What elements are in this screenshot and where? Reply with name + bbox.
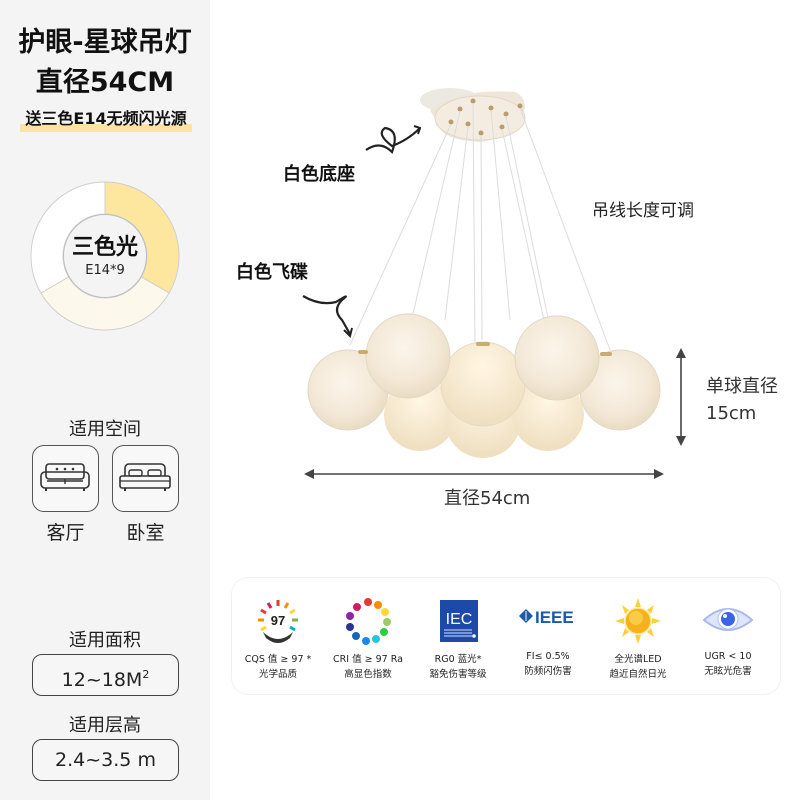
spec-ugr-line2: 无眩光危害 — [704, 666, 752, 677]
spec-cqs-line1: CQS 值 ≥ 97 * — [244, 654, 312, 665]
area-value-box: 12~18M2 — [32, 654, 179, 696]
left-spec-panel: 护眼-星球吊灯 直径54CM 送三色E14无频闪光源 三色光 E14*9 适用空… — [0, 0, 210, 800]
svg-text:97: 97 — [271, 613, 285, 628]
ring-main-label: 三色光 — [71, 235, 138, 260]
color-wheel-icon — [346, 598, 391, 645]
spec-cri-line1: CRI 值 ≥ 97 Ra — [333, 654, 403, 665]
height-label: 适用层高 — [69, 715, 141, 736]
total-width-dimension-arrow — [304, 469, 664, 479]
ieee-logo-icon: IEEE — [519, 608, 574, 627]
total-diameter-label: 直径54cm — [444, 488, 531, 509]
ball-diameter-value: 15cm — [706, 403, 757, 424]
spec-full-spectrum: 全光谱LED 趋近自然日光 — [598, 598, 678, 680]
spec-iec: IEC RG0 蓝光* 豁免伤害等级 — [418, 598, 498, 680]
area-label: 适用面积 — [69, 630, 141, 651]
spec-ugr: UGR < 10 无眩光危害 — [688, 598, 768, 677]
room-label-bedroom: 卧室 — [126, 522, 165, 544]
sofa-icon — [40, 463, 90, 491]
height-value: 2.4~3.5 m — [55, 749, 156, 771]
spec-cqs-line2: 光学品质 — [258, 669, 297, 680]
product-title: 护眼-星球吊灯 — [18, 27, 192, 58]
spec-iec-line2: 豁免伤害等级 — [429, 669, 487, 680]
area-value: 12~18M — [61, 669, 143, 691]
spec-iec-line1: RG0 蓝光* — [434, 654, 482, 665]
area-unit-superscript: 2 — [142, 668, 150, 681]
shade-callout-arrow-icon — [302, 295, 351, 335]
gift-banner: 送三色E14无频闪光源 — [20, 106, 192, 134]
spec-sun-line1: 全光谱LED — [614, 654, 662, 665]
product-diameter-title: 直径54CM — [35, 67, 175, 98]
spec-ugr-line1: UGR < 10 — [704, 651, 752, 662]
spec-cqs: 97 CQS 值 ≥ 97 * 光学品质 — [238, 598, 318, 680]
suspension-cables — [349, 102, 611, 351]
callout-white-base: 白色底座 — [283, 164, 355, 185]
eye-icon — [702, 608, 754, 631]
svg-text:IEC: IEC — [446, 611, 473, 628]
iec-logo-icon: IEC — [440, 600, 478, 642]
bed-icon — [119, 463, 171, 491]
arrow-head-icon — [413, 125, 422, 135]
cable-adjustable-note: 吊线长度可调 — [592, 201, 694, 221]
spec-cri-line2: 高显色指数 — [344, 669, 392, 680]
cqs-97-badge-icon: 97 — [258, 600, 298, 643]
gift-highlight — [20, 124, 192, 132]
ring-center: 三色光 E14*9 — [63, 214, 147, 298]
glass-globes — [307, 313, 661, 458]
spec-ieee-line2: 防频闪伤害 — [524, 666, 572, 677]
ring-sub-label: E14*9 — [85, 263, 125, 278]
three-color-light-ring: 三色光 E14*9 — [29, 180, 181, 332]
arrow-head-icon — [343, 327, 353, 338]
gift-text: 送三色E14无频闪光源 — [25, 109, 187, 128]
room-bedroom — [112, 445, 179, 512]
spec-ieee-line1: FI≤ 0.5% — [526, 651, 570, 662]
space-label: 适用空间 — [69, 419, 141, 440]
svg-text:IEEE: IEEE — [535, 608, 574, 627]
sun-icon — [615, 598, 661, 644]
ball-diameter-label: 单球直径 — [706, 376, 778, 397]
room-label-living-room: 客厅 — [46, 522, 85, 544]
base-callout-arrow-icon — [365, 126, 421, 154]
certification-spec-card: 97 CQS 值 ≥ 97 * 光学品质 CRI 值 ≥ 97 Ra 高显色指数… — [232, 578, 780, 694]
room-living-room — [32, 445, 99, 512]
ball-height-dimension-arrow — [676, 348, 686, 446]
spec-ieee: IEEE FI≤ 0.5% 防频闪伤害 — [508, 598, 588, 677]
callout-white-shade: 白色飞碟 — [236, 262, 308, 283]
spec-cri: CRI 值 ≥ 97 Ra 高显色指数 — [328, 598, 408, 680]
pendant-lamp-illustration — [302, 88, 686, 479]
spec-sun-line2: 趋近自然日光 — [609, 669, 667, 680]
height-value-box: 2.4~3.5 m — [32, 739, 179, 781]
color-ring-icon — [30, 181, 180, 331]
